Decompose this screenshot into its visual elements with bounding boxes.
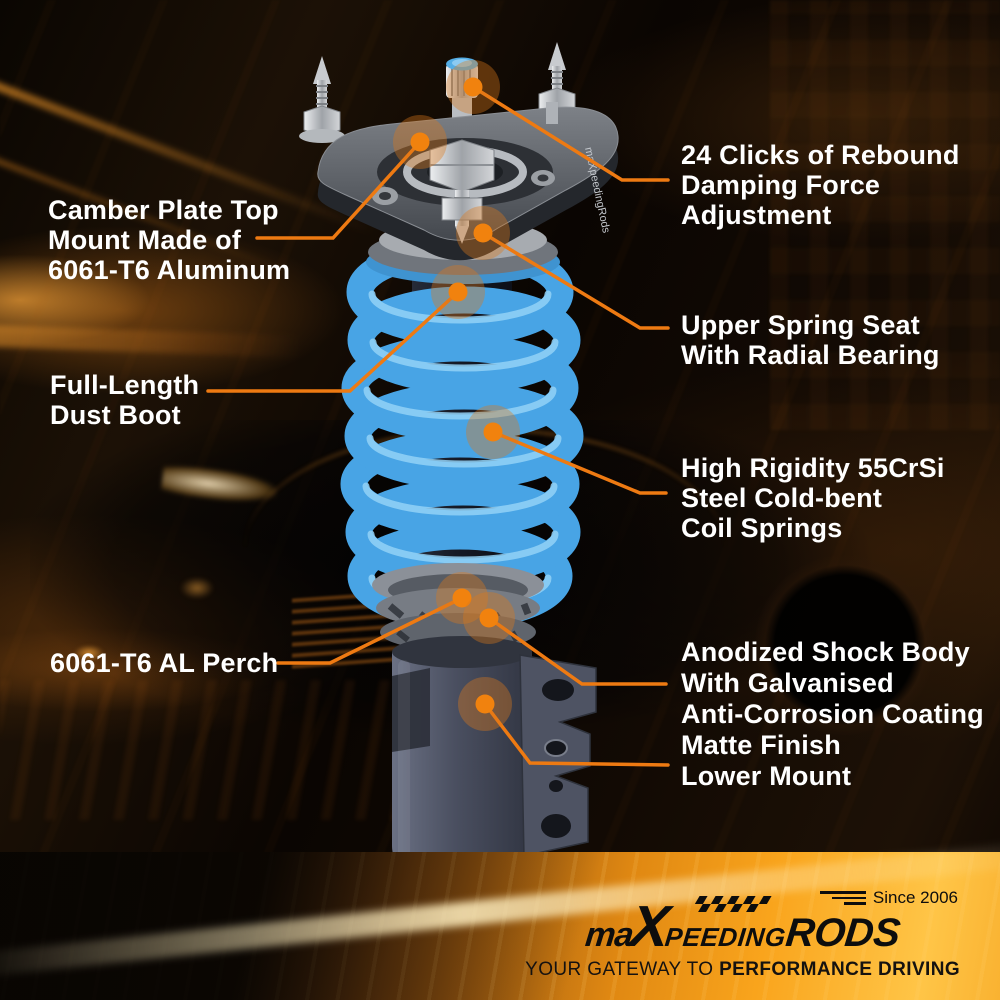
hotspot-dots <box>393 60 520 731</box>
hotspot-camber <box>393 115 447 169</box>
logo-peeding: peeding <box>663 922 787 952</box>
since-text: Since 2006 <box>872 888 958 907</box>
hotspot-perch <box>436 572 488 624</box>
speed-lines-icon <box>819 891 866 905</box>
car-foglight-glow <box>74 645 104 661</box>
callout-line-perch <box>276 596 464 665</box>
callout-line-lower-mount <box>483 702 670 767</box>
shock-absorber-product: maXpeedingRods <box>299 42 619 898</box>
label-rebound: 24 Clicks of Rebound Damping Force Adjus… <box>681 140 960 230</box>
callout-line-spring-seat <box>481 231 670 330</box>
building-blur <box>770 0 1000 430</box>
hotspot-dust-boot <box>431 265 485 319</box>
checkered-flag-icon <box>683 896 777 919</box>
hotspot-springs <box>466 405 520 459</box>
label-camber-plate: Camber Plate Top Mount Made of 6061-T6 A… <box>48 195 291 285</box>
since-row: Since 2006 <box>819 888 958 908</box>
logo-tagline: YOUR GATEWAY TO PERFORMANCE DRIVING <box>525 959 960 981</box>
car-wheel-shadow <box>755 555 935 735</box>
callout-line-camber <box>255 140 422 240</box>
hotspot-shock-body <box>463 592 515 644</box>
logo-wordmark: ma X peeding RODS <box>583 894 902 959</box>
label-shock-body: Anodized Shock Body With Galvanised Anti… <box>681 637 984 791</box>
callout-line-rebound <box>471 85 670 182</box>
maxpeedingrods-logo: Since 2006 ma X peeding RODS YOUR GA <box>525 888 960 981</box>
camber-plate-top-mount: maXpeedingRods <box>299 42 619 261</box>
brand-band: Since 2006 ma X peeding RODS YOUR GA <box>0 837 1000 1000</box>
shock-body <box>358 636 597 898</box>
front-stud <box>441 190 483 244</box>
label-dust-boot: Full-Length Dust Boot <box>50 370 200 430</box>
mounting-stud <box>299 56 345 143</box>
lower-mount-bracket <box>519 654 597 857</box>
tagline-prefix: YOUR GATEWAY TO <box>525 959 720 980</box>
tagline-emphasis: PERFORMANCE DRIVING <box>719 959 960 980</box>
callout-line-dust-boot <box>206 290 460 393</box>
label-coil-springs: High Rigidity 55CrSi Steel Cold-bent Coi… <box>681 453 945 543</box>
car-badge-glow <box>180 577 214 599</box>
road-glow <box>0 680 460 820</box>
logo-ma: ma <box>583 916 635 954</box>
hotspot-rebound <box>446 60 500 114</box>
label-al-perch: 6061-T6 AL Perch <box>50 648 279 678</box>
label-spring-seat: Upper Spring Seat With Radial Bearing <box>681 310 940 370</box>
hotspot-spring-seat <box>456 206 510 260</box>
hotspot-lower-mount <box>458 677 512 731</box>
center-hex-nut <box>429 139 495 193</box>
callout-line-shock-body <box>487 616 668 686</box>
callout-lines <box>206 85 670 767</box>
callout-line-springs <box>491 430 668 495</box>
logo-rods: RODS <box>783 911 902 955</box>
